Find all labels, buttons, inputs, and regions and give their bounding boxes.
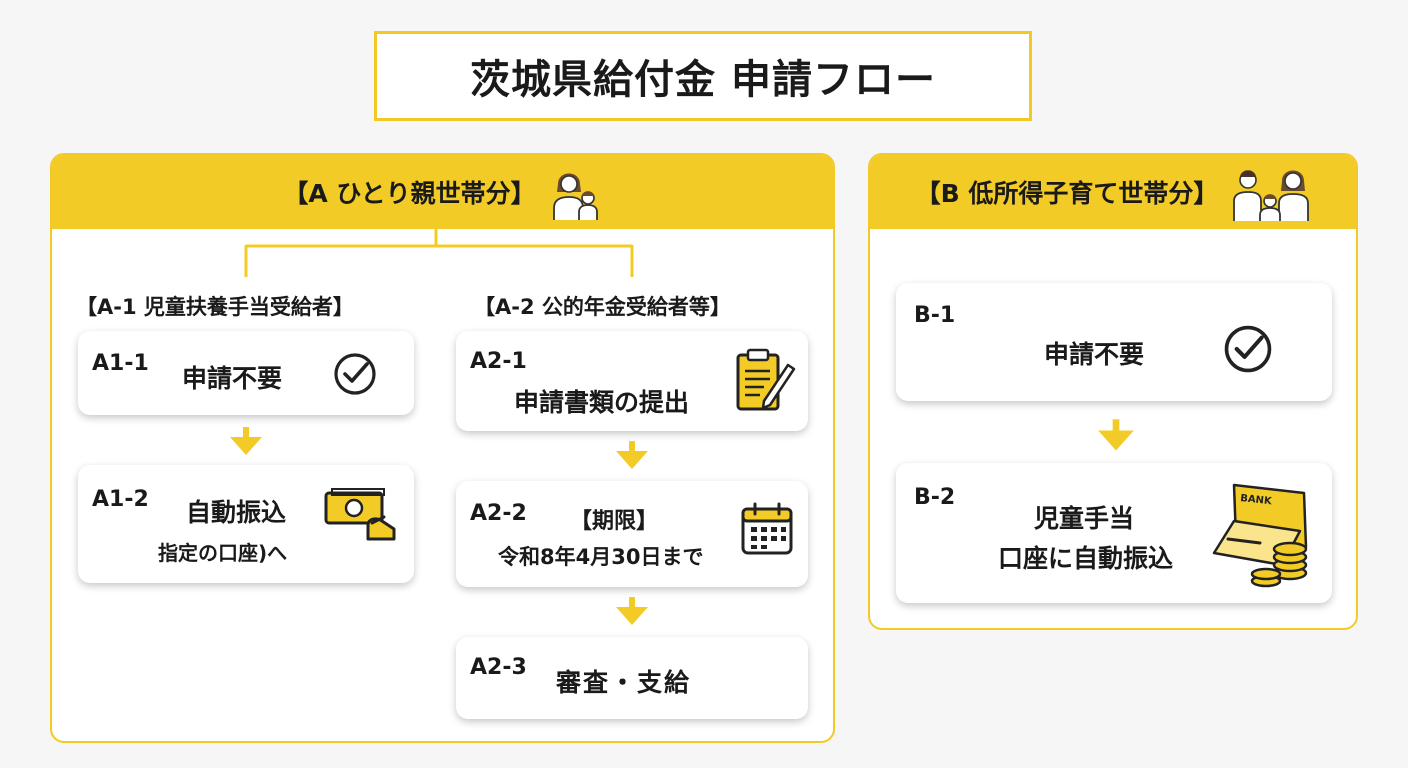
step-card-b-1: B-1 申請不要 [896,283,1332,401]
money-hand-icon [324,488,396,541]
section-a-panel: 【A ひとり親世帯分】 【A-1 児童扶養手当受給者】 【A-2 公的年金受給者… [50,153,835,743]
step-card-a2-3: A2-3 審査・支給 [456,637,808,719]
step-card-a1-2: A1-2 自動振込 指定の口座)へ [78,465,414,583]
step-card-a1-1: A1-1 申請不要 [78,331,414,415]
step-text-line2: 指定の口座)へ [158,541,288,565]
step-text-line1: 自動振込 [186,498,287,527]
section-b-panel: 【B 低所得子育て世帯分】 B-1 申請不要 [868,153,1358,630]
section-b-title: 【B 低所得子育て世帯分】 [915,179,1219,208]
step-text: 申請不要 [182,364,283,393]
step-id: A2-2 [470,501,527,526]
step-card-a2-2: A2-2 【期限】 令和8年4月30日まで [456,481,808,587]
step-id: B-1 [914,303,956,328]
a2-header: 【A-2 公的年金受給者等】 [474,295,731,319]
step-id: A1-2 [92,487,149,512]
tree-connector [244,229,634,277]
page-title: 茨城県給付金 申請フロー [374,31,1032,121]
arrow-down-icon [616,597,648,625]
step-text-line2: 令和8年4月30日まで [498,545,704,569]
arrow-down-icon [230,427,262,455]
section-b-header: 【B 低所得子育て世帯分】 [870,155,1356,229]
step-text-line1: 児童手当 [1034,504,1135,533]
step-text: 申請不要 [1044,340,1145,369]
clipboard-pen-icon [736,348,796,411]
step-card-a2-1: A2-1 申請書類の提出 [456,331,808,431]
family-icon [1233,170,1310,221]
bank-label: BANK [1240,493,1274,507]
step-text-line2: 口座に自動振込 [998,544,1174,573]
check-circle-icon [1224,325,1272,373]
arrow-down-icon [616,441,648,469]
a1-header: 【A-1 児童扶養手当受給者】 [76,295,354,319]
step-text-line1: 【期限】 [570,509,659,534]
section-a-title: 【A ひとり親世帯分】 [283,179,536,208]
step-id: B-2 [914,485,956,510]
parent-child-icon [552,173,598,220]
step-id: A1-1 [92,351,149,376]
step-card-b-2: B-2 児童手当 口座に自動振込 BANK [896,463,1332,603]
step-text: 審査・支給 [556,668,692,697]
step-id: A2-3 [470,655,527,680]
section-a-header: 【A ひとり親世帯分】 [52,155,833,229]
bank-card-coins-icon: BANK [1212,483,1308,588]
arrow-down-icon [1098,419,1134,451]
step-text: 申請書類の提出 [514,388,690,417]
step-id: A2-1 [470,349,527,374]
calendar-icon [741,502,793,555]
check-circle-icon [334,353,376,395]
